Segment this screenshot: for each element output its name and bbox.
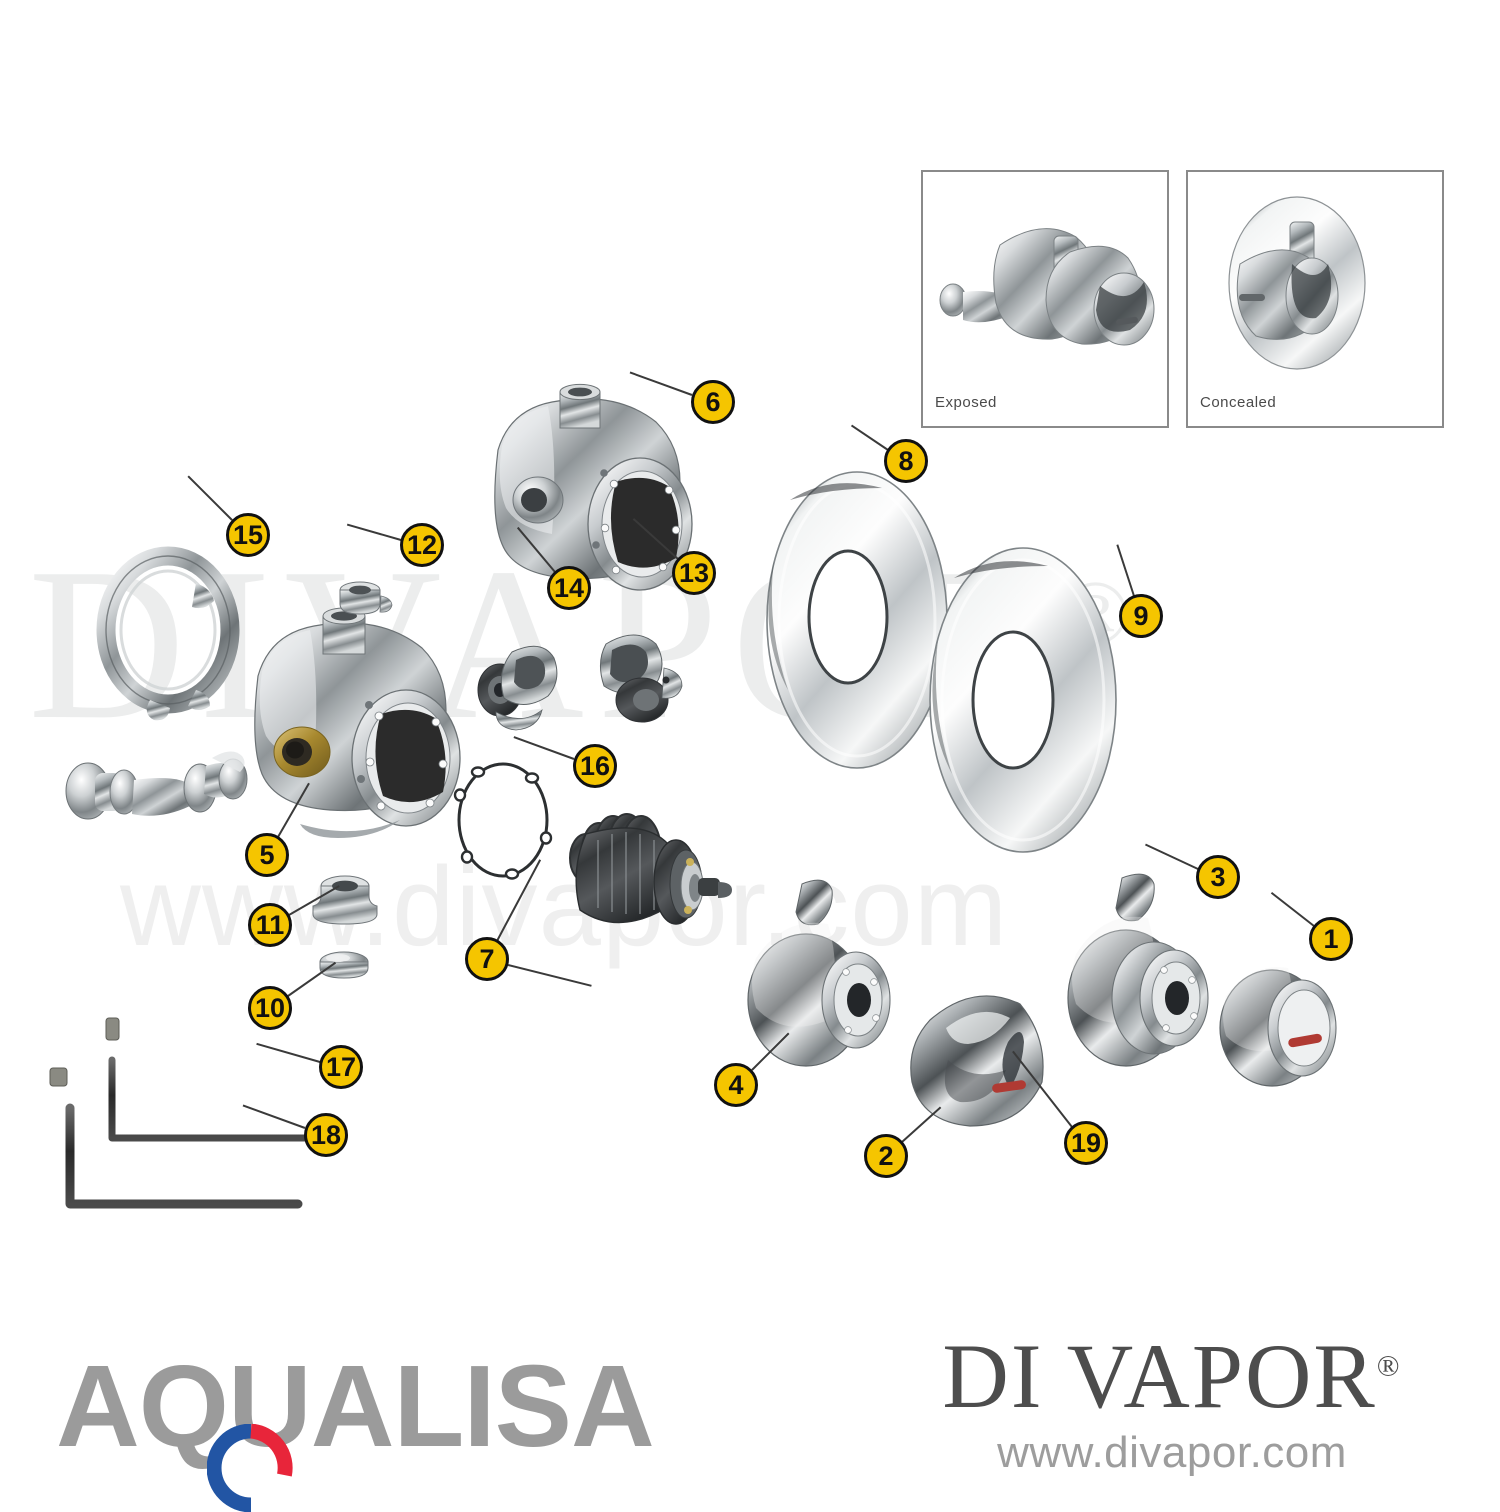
part-12-nut	[339, 581, 393, 615]
callout-badge-15[interactable]: 15	[226, 513, 270, 557]
part-3-control-knob	[1067, 873, 1209, 1067]
callout-badge-12[interactable]: 12	[400, 523, 444, 567]
callout-badge-19[interactable]: 19	[1064, 1121, 1108, 1165]
part-10-cap	[319, 951, 369, 979]
part-14-check-valve	[477, 645, 558, 731]
callout-badge-3[interactable]: 3	[1196, 855, 1240, 899]
inset-concealed-artwork	[1228, 196, 1366, 370]
aqualisa-wordmark: AQUALISA	[56, 1341, 655, 1471]
part-11-bush	[312, 875, 378, 925]
part-6-valve-body	[494, 383, 693, 591]
callout-badge-17[interactable]: 17	[319, 1045, 363, 1089]
callout-badge-4[interactable]: 4	[714, 1063, 758, 1107]
inlet-elbow-assembly	[65, 751, 248, 820]
callout-badge-9[interactable]: 9	[1119, 594, 1163, 638]
callout-badge-18[interactable]: 18	[304, 1113, 348, 1157]
part-1-cap	[1219, 967, 1337, 1087]
divapor-wordmark: DI VAPOR®	[942, 1325, 1402, 1427]
part-17-allen-key	[108, 1056, 316, 1142]
callout-badge-2[interactable]: 2	[864, 1134, 908, 1178]
inset-exposed-label: Exposed	[935, 394, 997, 411]
part-9-cover-plate	[929, 547, 1117, 853]
grub-screws	[49, 1017, 120, 1087]
part-2-temperature-knob	[910, 995, 1044, 1127]
callout-badge-10[interactable]: 10	[248, 986, 292, 1030]
part-18-allen-key	[65, 1103, 303, 1209]
divapor-url: www.divapor.com	[997, 1428, 1347, 1477]
part-7-cartridge	[569, 813, 732, 925]
callout-badge-14[interactable]: 14	[547, 566, 591, 610]
callout-badge-8[interactable]: 8	[884, 439, 928, 483]
divapor-logo: DI VAPOR® www.divapor.com	[872, 1330, 1472, 1478]
callout-badge-7[interactable]: 7	[465, 937, 509, 981]
part-8-cover-plate	[766, 471, 948, 769]
part-5-valve-body	[254, 607, 461, 838]
callout-badge-11[interactable]: 11	[248, 903, 292, 947]
callout-badge-16[interactable]: 16	[573, 744, 617, 788]
part-16-gasket	[453, 762, 553, 880]
callout-badge-5[interactable]: 5	[245, 833, 289, 877]
part-15-clamp-ring	[96, 546, 240, 721]
part-13-check-valve	[600, 634, 683, 723]
aqualisa-logo: AQUALISA	[56, 1341, 655, 1512]
inset-exposed-artwork	[939, 228, 1155, 346]
part-4-control-knob	[747, 879, 891, 1067]
callout-badge-13[interactable]: 13	[672, 551, 716, 595]
callout-badge-6[interactable]: 6	[691, 380, 735, 424]
inset-concealed-label: Concealed	[1200, 394, 1277, 411]
callout-badge-1[interactable]: 1	[1309, 917, 1353, 961]
